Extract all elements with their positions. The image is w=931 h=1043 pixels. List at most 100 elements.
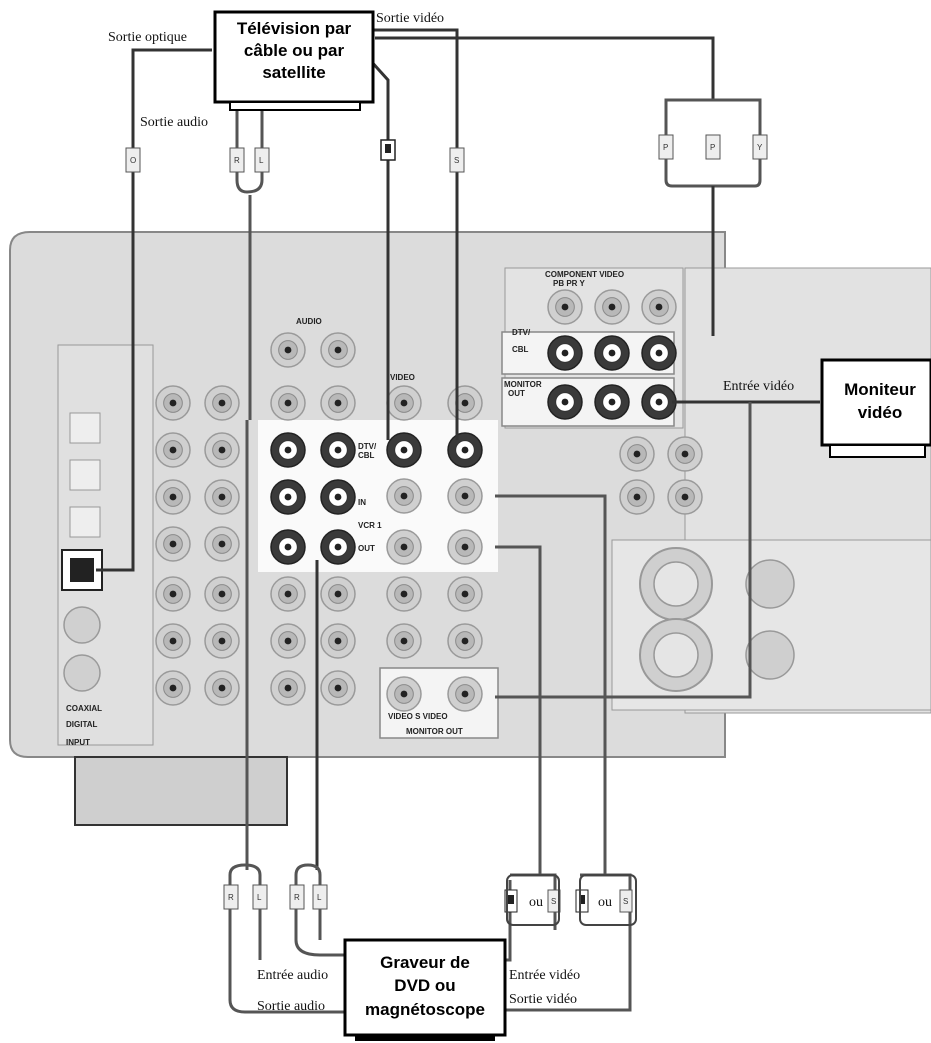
label-video-in-monitor: Entrée vidéo: [723, 379, 794, 394]
svg-text:P: P: [663, 143, 668, 152]
panel-labels: AUDIO VIDEO COMPONENT VIDEO PB PR Y DTV/…: [66, 270, 624, 747]
active-jack: [320, 529, 356, 565]
grey-jack: [386, 529, 422, 565]
grey-jack: [447, 529, 483, 565]
monitor-title-2: vidéo: [858, 403, 902, 422]
svg-text:OUT: OUT: [508, 389, 525, 398]
grey-jack: [155, 623, 191, 659]
label-audio-out-bottom: Sortie audio: [257, 999, 325, 1014]
svg-text:P: P: [710, 143, 715, 152]
grey-jack: [155, 526, 191, 562]
label-video-in-bottom: Entrée vidéo: [509, 968, 580, 983]
monitor-title-1: Moniteur: [844, 380, 916, 399]
panel-label-audio: AUDIO: [296, 317, 322, 326]
recorder-device: Graveur de DVD ou magnétoscope: [343, 938, 507, 1041]
tv-box-title-2: câble ou par: [244, 41, 345, 60]
grey-jack: [204, 526, 240, 562]
grey-jack: [270, 332, 306, 368]
grey-jack: [447, 478, 483, 514]
grey-jack: [204, 479, 240, 515]
grey-jack: [320, 576, 356, 612]
grey-jack: [320, 623, 356, 659]
svg-text:VIDEO S VIDEO: VIDEO S VIDEO: [388, 712, 448, 721]
panel-active-jacks: [270, 335, 677, 712]
active-jack: [594, 335, 630, 371]
grey-jack: [619, 479, 655, 515]
active-jack: [641, 335, 677, 371]
receiver-rear-panel: [9, 231, 931, 826]
svg-text:DTV/: DTV/: [358, 442, 377, 451]
active-jack: [386, 432, 422, 468]
grey-jack: [270, 576, 306, 612]
grey-jack: [155, 432, 191, 468]
grey-jack: [204, 432, 240, 468]
svg-text:Y: Y: [757, 143, 763, 152]
grey-jack: [155, 670, 191, 706]
grey-jack: [204, 576, 240, 612]
grey-jack: [320, 670, 356, 706]
panel-label-component: COMPONENT VIDEO: [545, 270, 624, 279]
label-video-out-top: Sortie vidéo: [376, 11, 444, 26]
grey-jack: [204, 670, 240, 706]
tv-box-device: Télévision par câble ou par satellite: [213, 10, 375, 111]
active-jack: [547, 335, 583, 371]
plugs: O R L S P P Y R L R L S S: [125, 134, 768, 926]
grey-jack: [386, 478, 422, 514]
label-optical-out: Sortie optique: [108, 30, 187, 45]
grey-jack: [270, 385, 306, 421]
tv-box-title-3: satellite: [262, 63, 325, 82]
grey-jack: [447, 676, 483, 712]
svg-text:COAXIAL: COAXIAL: [66, 704, 102, 713]
svg-text:DIGITAL: DIGITAL: [66, 720, 98, 729]
active-jack: [320, 479, 356, 515]
tv-box-title-1: Télévision par: [237, 19, 352, 38]
plug-s-video-letter: S: [454, 156, 459, 165]
grey-jack: [594, 289, 630, 325]
label-audio-in-bottom: Entrée audio: [257, 968, 328, 983]
svg-text:DTV/: DTV/: [512, 328, 531, 337]
label-ou-1: ou: [529, 895, 543, 910]
svg-text:S: S: [551, 897, 556, 906]
plug-audio-l-letter: L: [259, 156, 264, 165]
grey-jack: [270, 623, 306, 659]
monitor-device: Moniteur vidéo: [820, 358, 931, 458]
annotations: Sortie optique Sortie vidéo Sortie audio…: [108, 11, 794, 1014]
recorder-title-1: Graveur de: [380, 953, 470, 972]
grey-jack: [386, 385, 422, 421]
grey-jack: [667, 479, 703, 515]
svg-text:VCR 1: VCR 1: [358, 521, 382, 530]
active-jack: [270, 529, 306, 565]
grey-jack: [447, 385, 483, 421]
grey-jack: [386, 676, 422, 712]
active-jack: [270, 432, 306, 468]
grey-jack: [386, 623, 422, 659]
svg-text:MONITOR OUT: MONITOR OUT: [406, 727, 463, 736]
active-jack: [320, 432, 356, 468]
active-jack: [641, 384, 677, 420]
active-jack: [447, 432, 483, 468]
grey-jack: [667, 436, 703, 472]
svg-text:CBL: CBL: [512, 345, 529, 354]
svg-text:S: S: [623, 897, 628, 906]
grey-jack: [270, 670, 306, 706]
recorder-title-3: magnétoscope: [365, 1000, 485, 1019]
grey-jack: [320, 332, 356, 368]
grey-jack: [320, 385, 356, 421]
plug-optical-letter: O: [130, 156, 136, 165]
panel-grey-jacks: [155, 289, 703, 706]
grey-jack: [204, 385, 240, 421]
svg-text:OUT: OUT: [358, 544, 375, 553]
grey-jack: [447, 623, 483, 659]
recorder-title-2: DVD ou: [394, 976, 455, 995]
grey-jack: [204, 623, 240, 659]
grey-jack: [447, 576, 483, 612]
grey-jack: [619, 436, 655, 472]
panel-label-component-sub: PB PR Y: [553, 279, 586, 288]
grey-jack: [155, 479, 191, 515]
svg-text:INPUT: INPUT: [66, 738, 90, 747]
svg-text:IN: IN: [358, 498, 366, 507]
svg-text:R: R: [228, 893, 234, 902]
panel-label-video: VIDEO: [390, 373, 415, 382]
grey-jack: [641, 289, 677, 325]
